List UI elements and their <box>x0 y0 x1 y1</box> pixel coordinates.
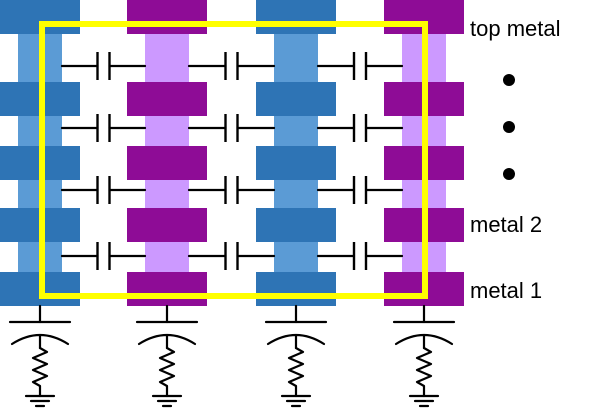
capacitor <box>187 114 276 142</box>
capacitor <box>316 176 404 204</box>
capacitor <box>60 52 147 80</box>
coupling-capacitors <box>60 52 404 270</box>
metal-plate <box>256 0 336 34</box>
metal-plate <box>127 272 207 306</box>
ground-network <box>8 304 72 408</box>
capacitor <box>187 176 276 204</box>
metal-plate <box>127 146 207 180</box>
metal-plate <box>256 272 336 306</box>
label-metal-2: metal 2 <box>470 212 542 237</box>
metal-plate <box>256 82 336 116</box>
ground-network <box>392 304 456 408</box>
resistor <box>287 346 305 398</box>
ground-network <box>135 304 199 408</box>
metal-plate <box>127 208 207 242</box>
ellipsis-dot <box>503 74 515 86</box>
capacitor <box>60 114 147 142</box>
metal-columns <box>0 0 464 306</box>
capacitor <box>187 52 276 80</box>
resistor <box>31 346 49 398</box>
capacitor <box>316 52 404 80</box>
ellipsis-dot <box>503 121 515 133</box>
metal-column-blue <box>256 0 336 306</box>
ellipsis-dot <box>503 168 515 180</box>
resistor <box>415 346 433 398</box>
metal-plate <box>127 0 207 34</box>
capacitor <box>316 114 404 142</box>
metal-plate <box>256 146 336 180</box>
metal-plate <box>256 208 336 242</box>
metal-column-purple <box>127 0 207 306</box>
resistor <box>158 346 176 398</box>
metal-plate <box>127 82 207 116</box>
label-metal-1: metal 1 <box>470 278 542 303</box>
capacitor <box>60 176 147 204</box>
ground-network <box>264 304 328 408</box>
capacitor <box>316 242 404 270</box>
ground-networks <box>8 304 456 408</box>
capacitor <box>60 242 147 270</box>
capacitor <box>187 242 276 270</box>
highlight-box <box>39 21 428 299</box>
label-top-metal: top metal <box>470 16 561 41</box>
